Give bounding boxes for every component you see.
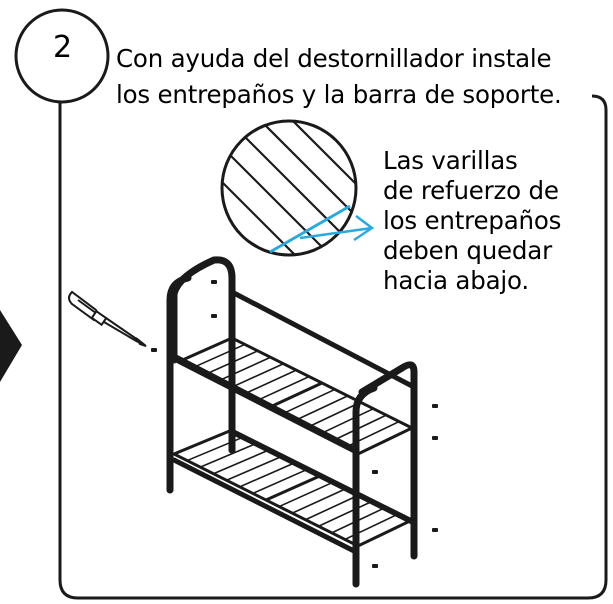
shelf-slat (293, 395, 349, 422)
shelf-slat (291, 487, 349, 514)
shelf-slat (318, 499, 374, 528)
shelf-support-bar (265, 473, 323, 502)
shelf-slat (203, 350, 259, 376)
arrow-icon (353, 215, 375, 242)
instruction-line-2: los entrepaños y la barra de soporte. (116, 80, 562, 109)
shelf-slat (216, 356, 271, 383)
screw-icon (151, 280, 438, 568)
instruction-line-1: Con ayuda del destornillador instale (116, 44, 552, 73)
shelf-slat (306, 401, 361, 429)
shelf-slat (190, 343, 246, 370)
panel-frame (58, 94, 608, 600)
shelf-slat (229, 362, 284, 390)
shelf-slat (241, 369, 297, 396)
shelf-slat (319, 407, 374, 436)
shelf-slat (199, 442, 259, 468)
callout-line-1: Las varillas (383, 146, 518, 175)
step-number-circle (14, 8, 110, 104)
shelf-slat (252, 467, 310, 495)
side-arrow-icon (0, 310, 22, 382)
shelf-slat (344, 420, 400, 449)
shelf-slat (280, 388, 336, 416)
callout-line-5: hacia abajo. (383, 266, 529, 295)
shelf-support-bar (267, 381, 323, 410)
shelf-slat (213, 448, 271, 475)
shelf-slat (278, 480, 336, 508)
shelf-slat (305, 493, 361, 521)
shelf-slat (254, 375, 310, 403)
shelf-slat (344, 512, 400, 541)
shelf-slat (239, 461, 297, 488)
shoe-rack (166, 256, 418, 588)
callout-line-2: de refuerzo de (383, 176, 559, 205)
screwdriver-icon (68, 290, 147, 347)
shelf-slat (331, 414, 387, 442)
callout-line-3: los entrepaños (383, 206, 562, 235)
shelf-slat (331, 506, 387, 534)
step-number: 2 (52, 30, 73, 65)
callout-line-4: deben quedar (383, 236, 552, 265)
shelf-slat (186, 435, 246, 462)
shelf-slat (226, 454, 284, 482)
